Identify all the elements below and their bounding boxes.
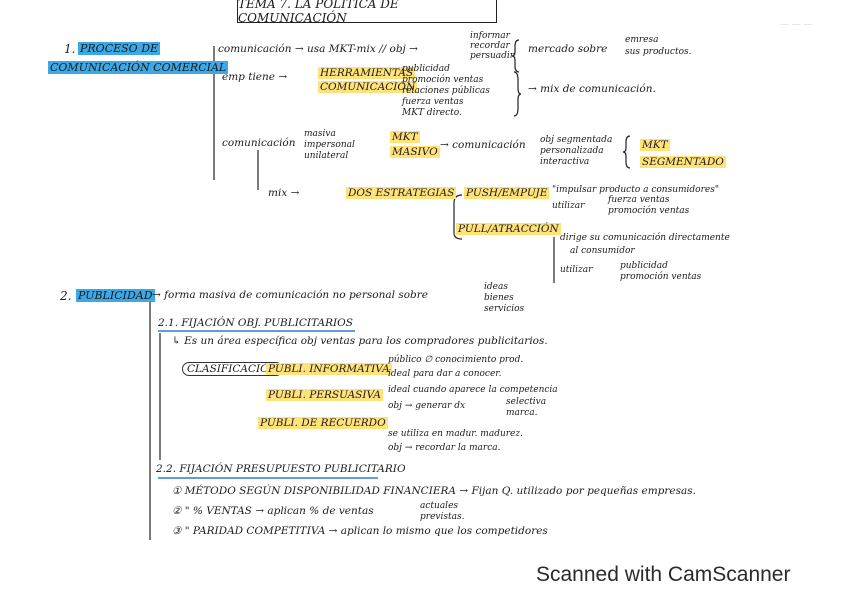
tool-item: promoción ventas [402, 76, 483, 85]
pull-item: utilizar [560, 266, 592, 275]
segmentado-label: SEGMENTADO [640, 156, 726, 168]
type-1: PUBLI. INFORMATIVA [266, 364, 392, 375]
mkt-label-2: MKT [640, 139, 670, 151]
type-3-item: obj → recordar la marca. [388, 444, 501, 453]
method-1: ① MÉTODO SEGÚN DISPONIBILIDAD FINANCIERA… [172, 486, 696, 497]
intro-brace-item: bienes [484, 294, 514, 303]
tool-item: publicidad [402, 65, 450, 74]
mkt-masivo-2: MASIVO [390, 147, 440, 158]
mkt-label: MKT [390, 131, 420, 143]
seg-item: obj segmentada [540, 136, 612, 145]
arrow-comunicacion: → comunicación [440, 140, 526, 151]
masivo-item: impersonal [304, 141, 355, 150]
type-2-sub: selectiva [506, 398, 546, 407]
section-heading-line-1: PROCESO DE [78, 42, 160, 55]
type-1-item: público ∅ conocimiento prod. [388, 356, 523, 365]
mkt-seg-2: SEGMENTADO [640, 157, 726, 168]
pull-item: dirige su comunicación directamente [560, 234, 730, 243]
mkt-seg: MKT [640, 140, 670, 151]
push: PUSH/EMPUJE [464, 188, 549, 199]
line-emp-tiene: emp tiene → [222, 72, 287, 83]
intro-brace-item: servicios [484, 305, 524, 314]
method-2-sub: actuales [420, 502, 458, 511]
section-number: 2. [60, 290, 71, 303]
tool-item: relaciones públicas [402, 87, 490, 96]
type-3-label: PUBLI. DE RECUERDO [258, 417, 388, 429]
method-3: ③ " PARIDAD COMPETITIVA → aplican lo mis… [172, 526, 548, 537]
seg-item: interactiva [540, 158, 589, 167]
section-heading: PUBLICIDAD [76, 290, 155, 302]
brace-item: sus productos. [625, 48, 692, 57]
herramientas-label: HERRAMIENTAS [318, 68, 415, 79]
type-3-item: se utiliza en madur. madurez. [388, 430, 523, 439]
type-2-item: ideal cuando aparece la competencia [388, 386, 558, 395]
tool-item: MKT directo. [402, 109, 462, 118]
masivo-item: masiva [304, 130, 336, 139]
section-number: 1. [64, 43, 75, 56]
subheading-2-1: 2.1. FIJACIÓN OBJ. PUBLICITARIOS [158, 318, 353, 329]
push-label: PUSH/EMPUJE [464, 187, 549, 199]
estrategias-label: DOS ESTRATEGIAS [346, 187, 456, 199]
method-2-sub: previstas. [420, 513, 464, 522]
type-2: PUBLI. PERSUASIVA [266, 390, 383, 401]
method-2: ② " % VENTAS → aplican % de ventas [172, 506, 374, 517]
line-comunicacion-masiva: comunicación [222, 138, 296, 149]
section-heading-line-2-wrap: COMUNICACIÓN COMERCIAL [48, 62, 228, 74]
line-comunicacion: comunicación → usa MKT-mix // obj → [218, 44, 418, 55]
pull-sub: publicidad [620, 262, 668, 271]
masivo-item: unilateral [304, 152, 348, 161]
type-2-item: obj → generar dx [388, 402, 465, 411]
pull-label: PULL/ATRACCIÓN [456, 223, 561, 235]
push-sub: promoción ventas [608, 207, 689, 216]
seg-item: personalizada [540, 147, 604, 156]
type-3: PUBLI. DE RECUERDO [258, 418, 388, 429]
pull-item: al consumidor [570, 247, 635, 256]
push-item: utilizar [552, 202, 584, 211]
line-mercado: mercado sobre [528, 44, 607, 55]
type-2-sub: marca. [506, 409, 537, 418]
pull: PULL/ATRACCIÓN [456, 224, 561, 235]
camscanner-watermark: Scanned with CamScanner [536, 563, 790, 587]
tool-item: fuerza ventas [402, 98, 464, 107]
section-heading: PROCESO DE [78, 43, 160, 55]
type-1-label: PUBLI. INFORMATIVA [266, 363, 392, 375]
type-1-item: ideal para dar a conocer. [388, 370, 501, 379]
publicidad-heading: PUBLICIDAD [76, 289, 155, 302]
brace-item: emresa [625, 36, 658, 45]
estrategias: DOS ESTRATEGIAS [346, 188, 456, 199]
subheading-2-2: 2.2. FIJACIÓN PRESUPUESTO PUBLICITARIO [156, 464, 406, 475]
type-2-label: PUBLI. PERSUASIVA [266, 389, 383, 401]
mix-comunicacion: → mix de comunicación. [528, 84, 656, 95]
intro-brace-item: ideas [484, 283, 508, 292]
push-sub: fuerza ventas [608, 196, 670, 205]
section-heading-line-2: COMUNICACIÓN COMERCIAL [48, 61, 228, 74]
masivo-label: MASIVO [390, 146, 440, 158]
brace-item: persuadir [470, 52, 514, 61]
line-mix: mix → [268, 188, 299, 199]
mkt-masivo: MKT [390, 132, 420, 143]
publicidad-intro: → forma masiva de comunicación no person… [152, 290, 428, 301]
pull-sub: promoción ventas [620, 273, 701, 282]
sub1-description: ↳ Es un área específica obj ventas para … [172, 336, 548, 347]
herramientas-a: HERRAMIENTAS [318, 67, 415, 79]
